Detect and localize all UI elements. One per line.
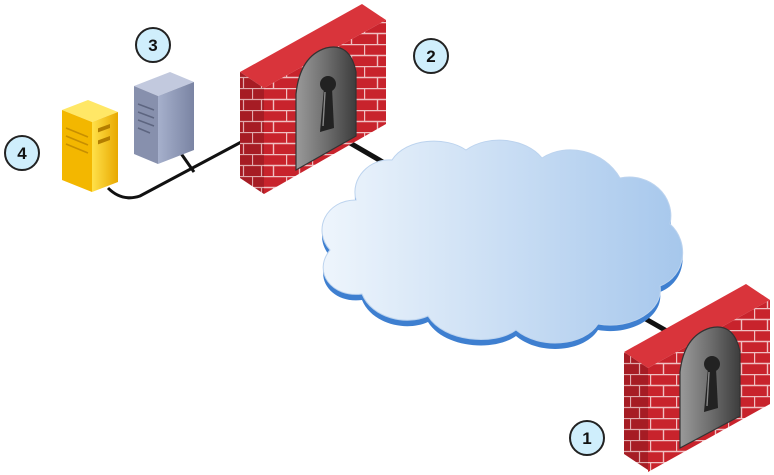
firewall-top	[240, 4, 386, 194]
server-yellow	[62, 100, 118, 192]
callout-1: 1	[569, 420, 605, 456]
cloud-icon	[321, 139, 684, 349]
callout-3-label: 3	[148, 36, 157, 55]
callout-2: 2	[413, 38, 449, 74]
callout-4-label: 4	[17, 144, 27, 163]
server-tower-icon	[134, 72, 194, 164]
callout-4: 4	[4, 135, 40, 171]
cable-gray-server-drop	[178, 151, 196, 173]
callout-1-label: 1	[582, 429, 591, 448]
firewall-icon	[240, 4, 386, 194]
firewall-icon	[624, 284, 770, 472]
server-tower-icon	[62, 100, 118, 192]
cable-servers-to-firewall	[106, 138, 246, 200]
firewall-bottom	[624, 284, 770, 472]
callout-3: 3	[135, 27, 171, 63]
server-gray	[134, 72, 194, 164]
callout-2-label: 2	[426, 47, 435, 66]
